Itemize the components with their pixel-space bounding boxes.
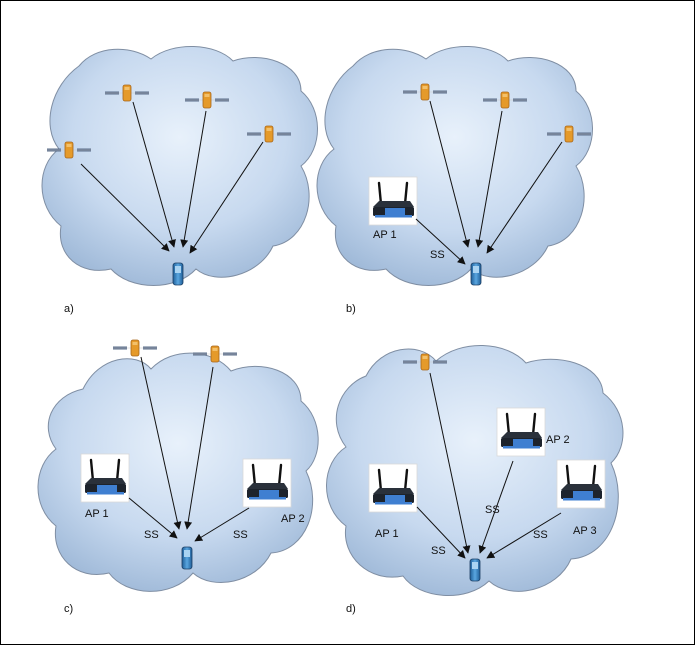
mobile-receiver-icon: [470, 262, 482, 286]
ap-label: AP 3: [573, 525, 597, 537]
wireless-router-icon: [495, 406, 547, 458]
mobile-receiver-icon: [469, 558, 481, 582]
wireless-router-icon: [555, 458, 607, 510]
panel-d: AP 2 AP 1 AP 3 SS SS SS d): [326, 345, 624, 615]
ss-label: SS: [233, 529, 248, 541]
panel-label: d): [346, 603, 356, 615]
cloud-b: [316, 46, 593, 286]
cloud-a: [41, 46, 318, 286]
wireless-router-icon: [367, 175, 419, 227]
ss-label: SS: [431, 545, 446, 557]
wireless-router-icon: [241, 457, 293, 509]
ap-label: AP 2: [281, 513, 305, 525]
panel-label: a): [64, 303, 74, 315]
ss-label: SS: [485, 504, 500, 516]
panel-a: a): [41, 46, 318, 315]
ap-label: AP 2: [546, 434, 570, 446]
panel-b: AP 1 SS b): [316, 46, 593, 315]
wireless-router-icon: [79, 452, 131, 504]
ap-label: AP 1: [85, 508, 109, 520]
panel-label: b): [346, 303, 356, 315]
cloud-d: [326, 345, 624, 597]
wireless-router-icon: [367, 462, 419, 514]
ss-label: SS: [533, 529, 548, 541]
ap-label: AP 1: [373, 229, 397, 241]
satellite-icon: [112, 339, 158, 357]
ap-label: AP 1: [375, 528, 399, 540]
panel-c: AP 1 AP 2 SS SS c): [37, 339, 319, 615]
ss-label: SS: [144, 529, 159, 541]
mobile-receiver-icon: [172, 262, 184, 286]
mobile-receiver-icon: [181, 546, 193, 570]
panel-label: c): [64, 603, 73, 615]
ss-label: SS: [430, 249, 445, 261]
